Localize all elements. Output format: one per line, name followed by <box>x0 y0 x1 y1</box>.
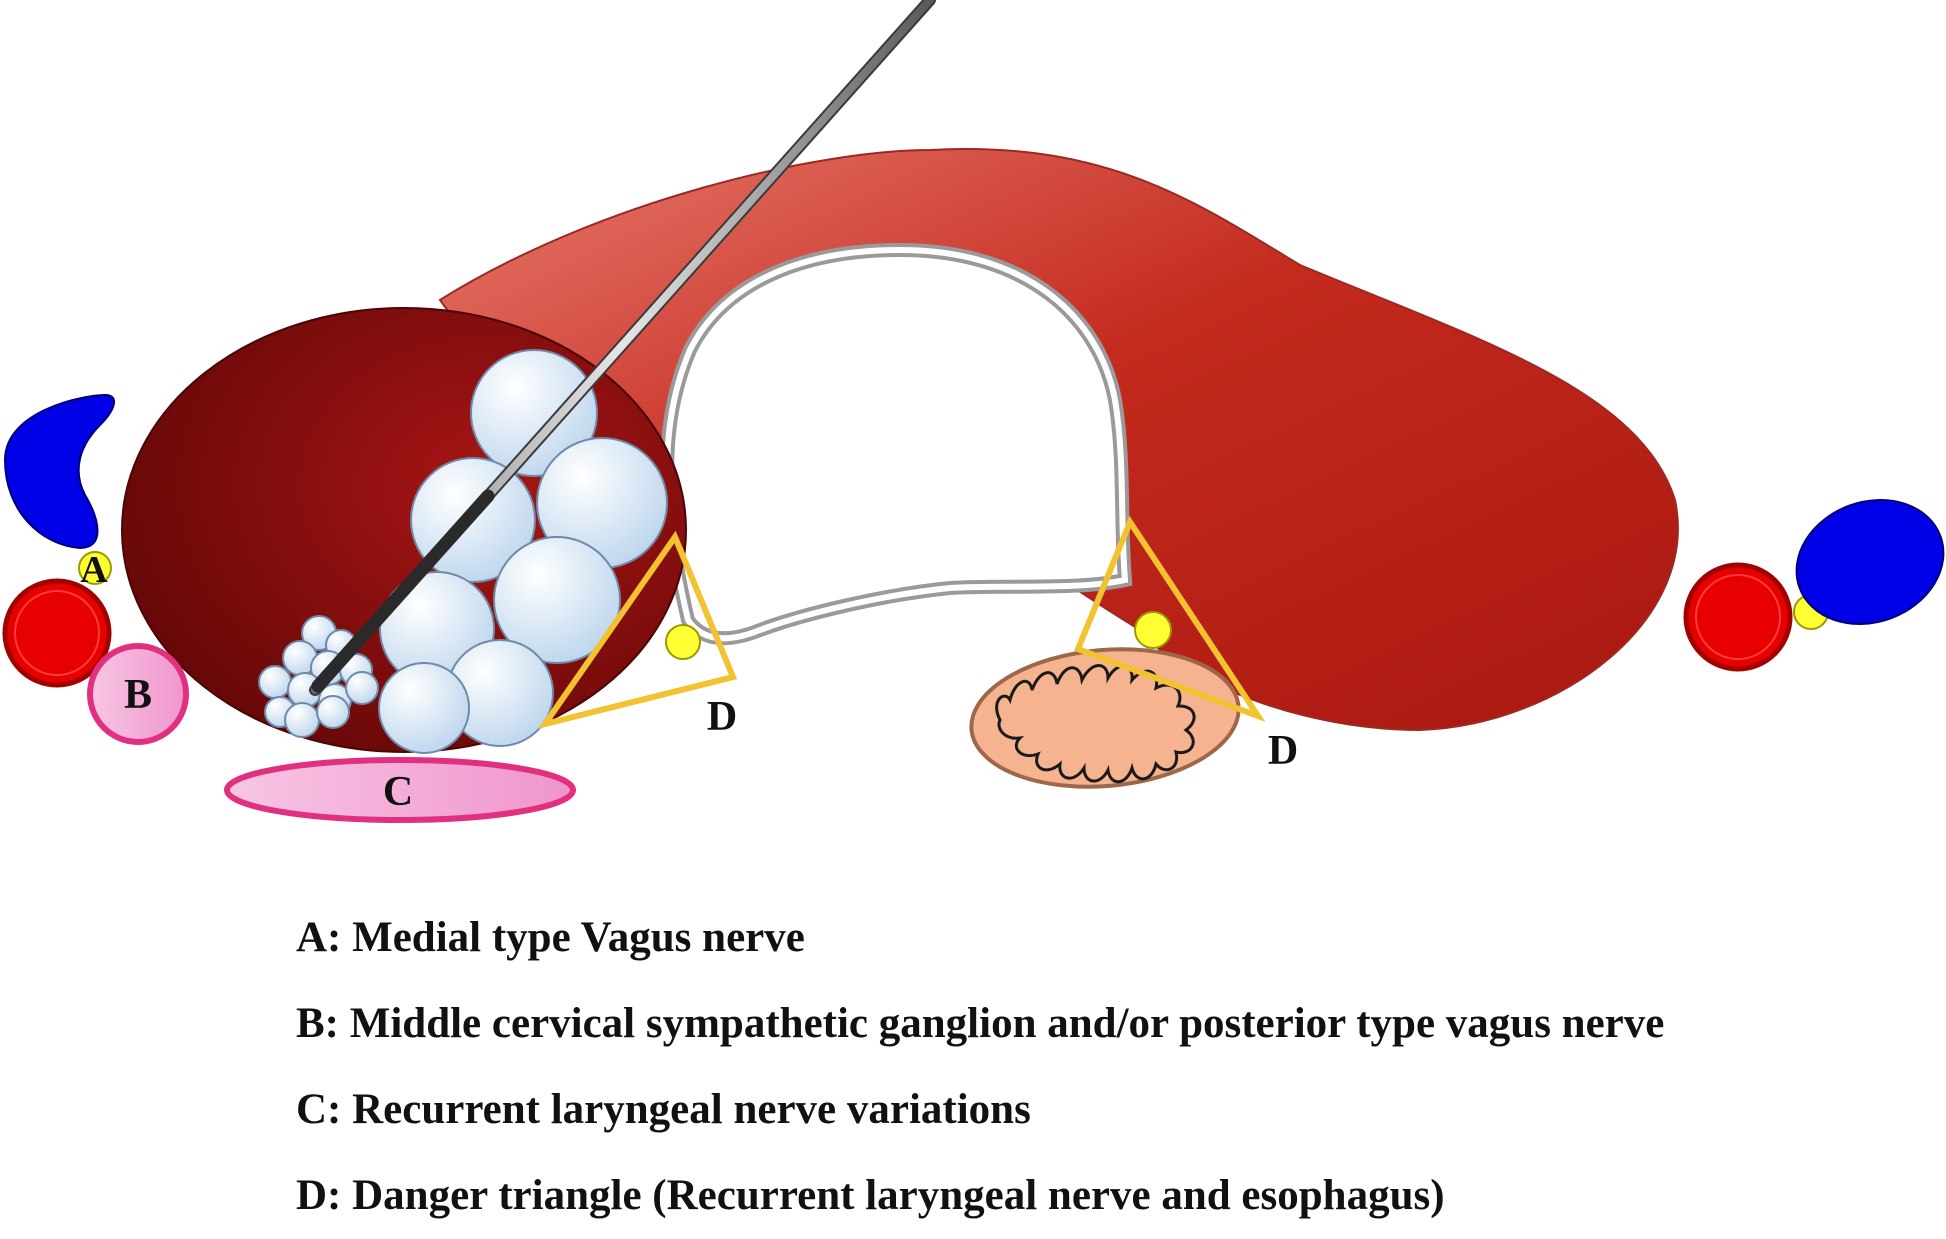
sympathetic-ganglion <box>87 643 189 745</box>
legend-item-d: D: Danger triangle (Recurrent laryngeal … <box>296 1172 1445 1219</box>
vagus-nerve-medial <box>78 551 112 585</box>
legend-item-b: B: Middle cervical sympathetic ganglion … <box>296 1000 1665 1047</box>
cyst-cluster <box>258 349 668 754</box>
trachea <box>660 242 1133 646</box>
label-c: C <box>383 769 413 815</box>
recurrent-laryngeal-nerve-variation <box>224 757 576 823</box>
label-d-left: D <box>707 694 737 740</box>
recurrent-laryngeal-nerve-right <box>1134 611 1172 649</box>
right-jugular-vein <box>1795 499 1945 625</box>
left-jugular-vein <box>3 393 115 550</box>
recurrent-laryngeal-nerve-left <box>665 624 701 660</box>
label-d-right: D <box>1268 728 1298 774</box>
danger-triangle-left[interactable] <box>537 530 738 729</box>
label-a: A <box>80 549 108 591</box>
left-carotid-artery-inner <box>14 590 100 676</box>
legend-item-a: A: Medial type Vagus nerve <box>296 914 805 961</box>
ablation-needle[interactable] <box>309 0 936 696</box>
legend-item-c: C: Recurrent laryngeal nerve variations <box>296 1086 1031 1133</box>
label-b: B <box>124 672 152 718</box>
esophagus-mucosa <box>995 664 1196 784</box>
legend: A: Medial type Vagus nerve B: Middle cer… <box>296 895 1936 1239</box>
right-carotid-artery-inner <box>1695 574 1781 660</box>
danger-triangle-right[interactable] <box>1074 515 1266 723</box>
